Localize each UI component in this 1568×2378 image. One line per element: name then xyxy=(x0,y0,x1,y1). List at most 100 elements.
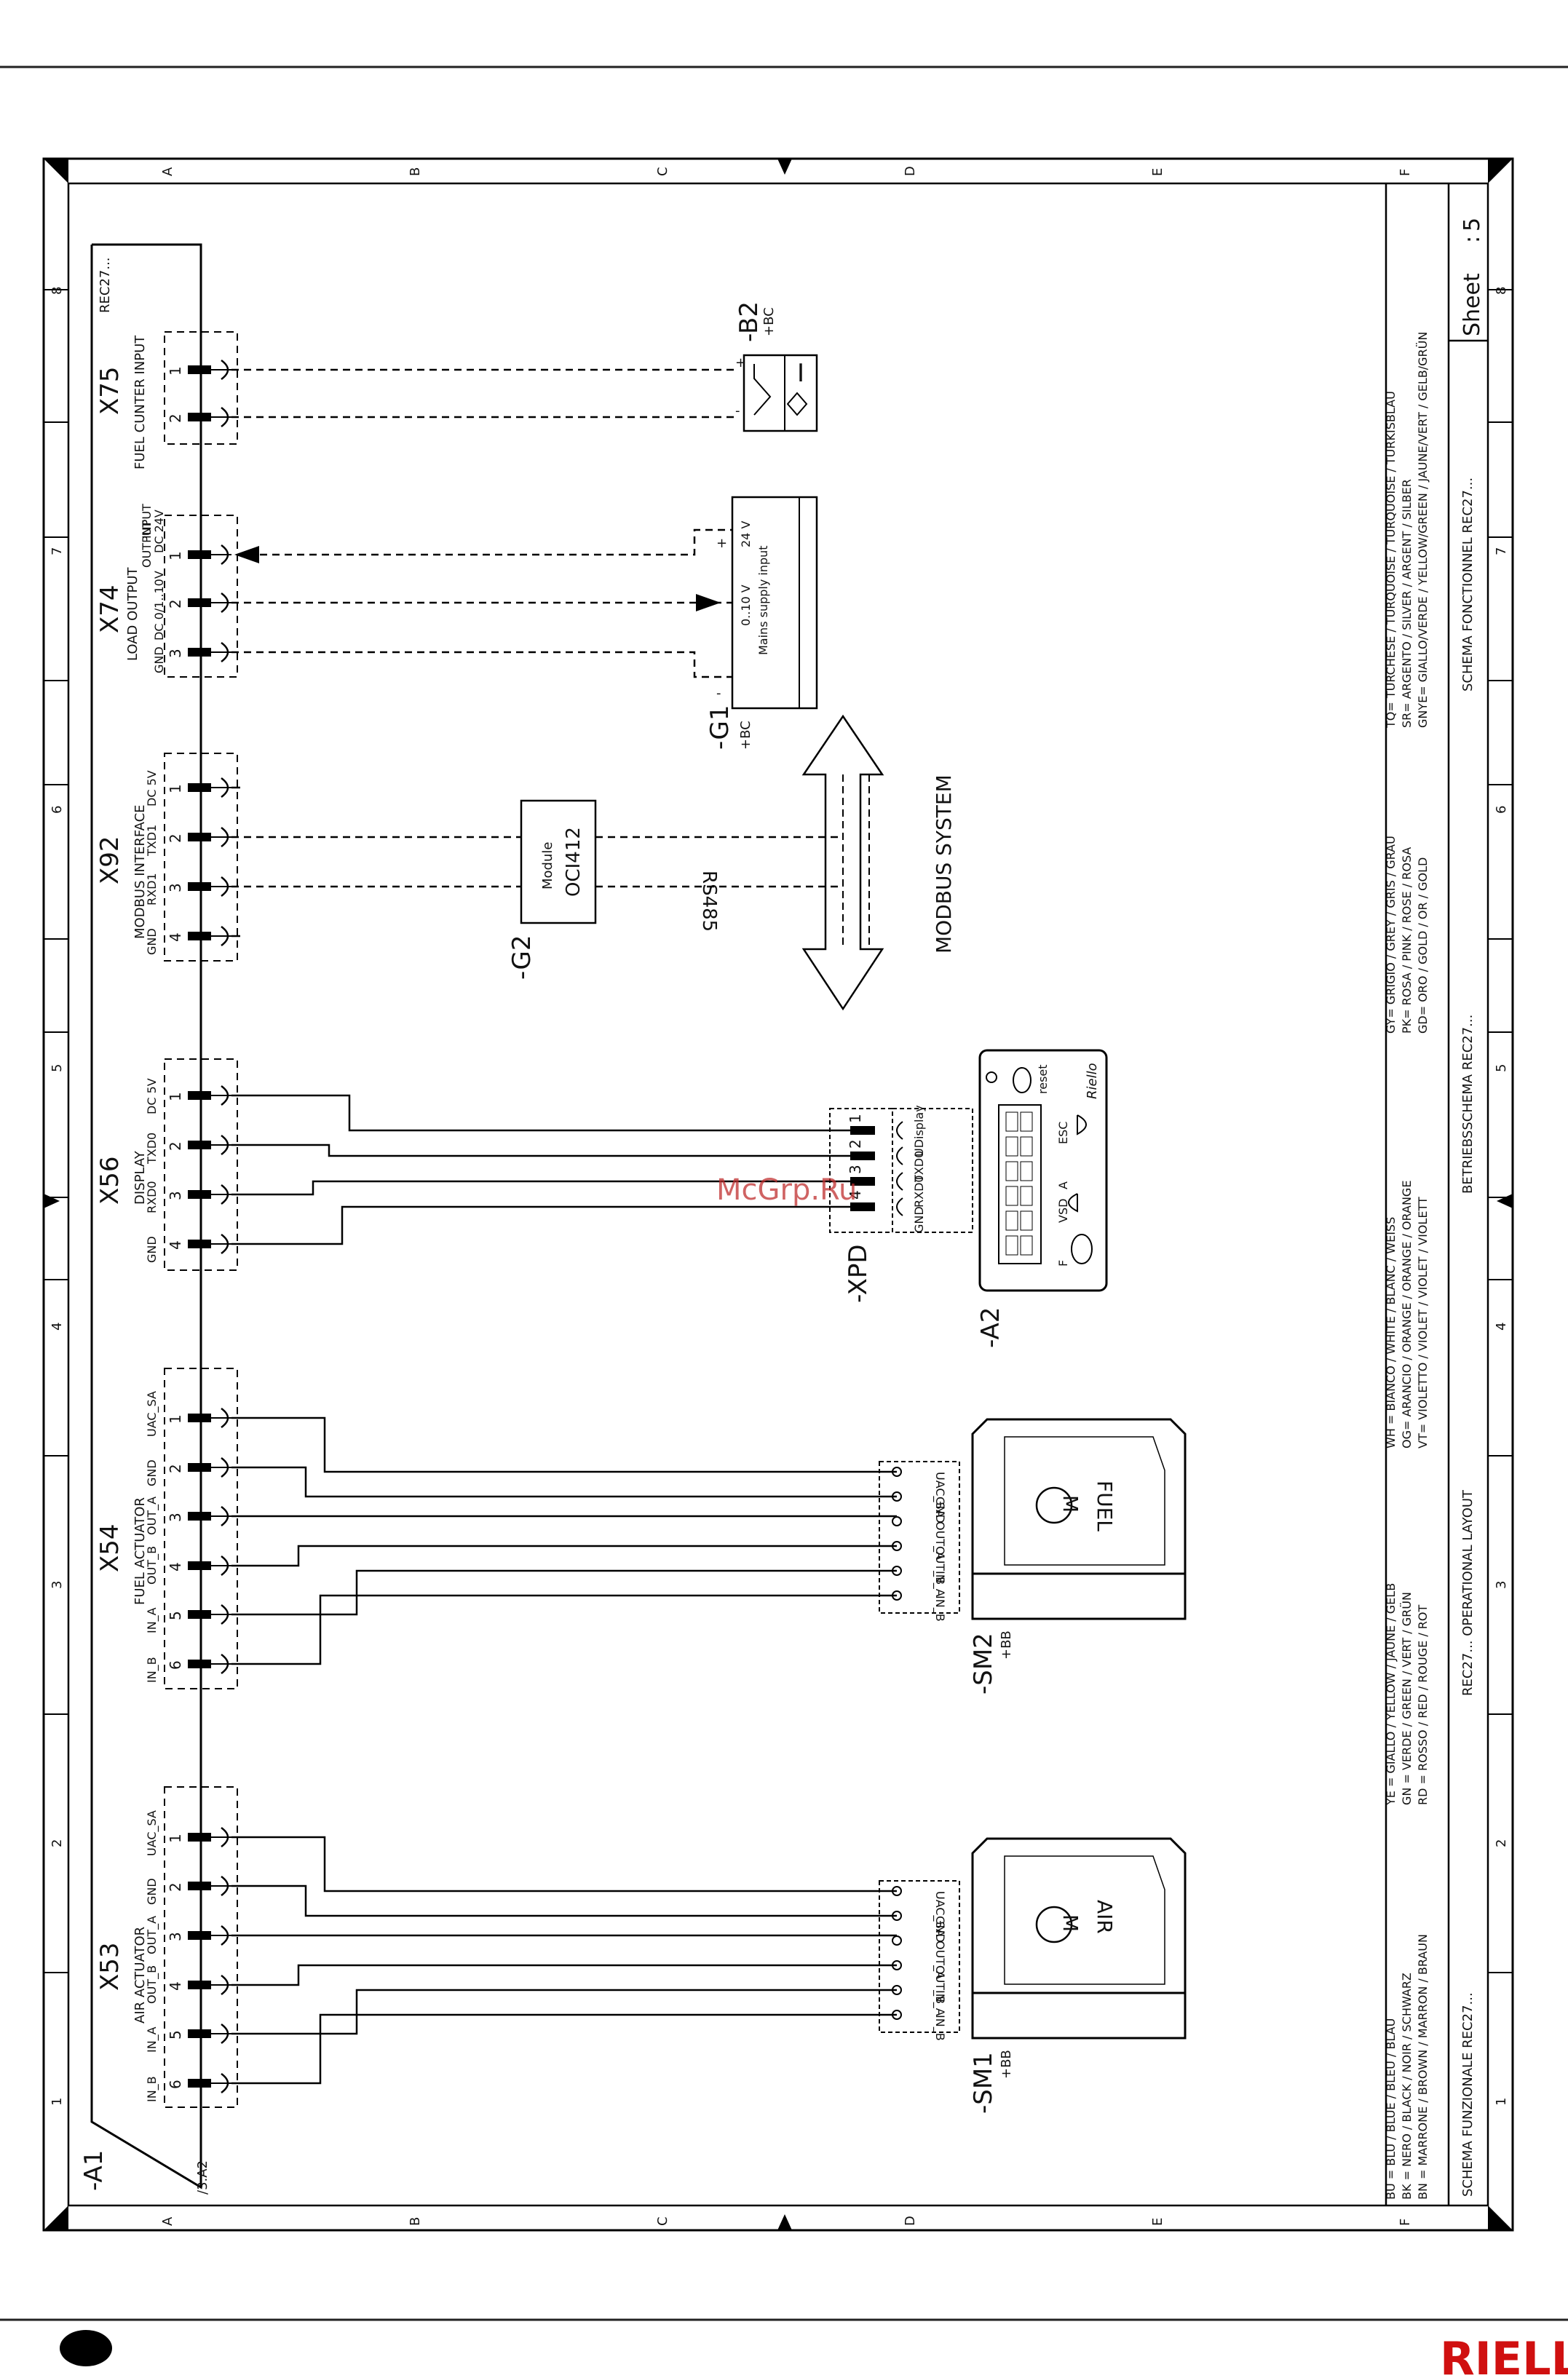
g1-24v: 24 V xyxy=(739,521,753,547)
vsd-button[interactable] xyxy=(1068,1193,1078,1213)
frame-row-label-left: 4 xyxy=(50,1323,65,1331)
color-legend-entry: PK= ROSA / PINK / ROSE / ROSA xyxy=(1400,847,1414,1034)
esc-button[interactable] xyxy=(1077,1114,1087,1136)
x56-pin-contact xyxy=(188,1091,211,1100)
x56-xpd-wire xyxy=(231,1205,850,1245)
x54-sm2-wire xyxy=(231,1594,897,1665)
x75-ref: X75 xyxy=(95,366,124,415)
watermark: McGrp.Ru xyxy=(716,1173,857,1207)
x75-pin-number: 1 xyxy=(167,366,184,376)
sm1-terminal-label: IN_B xyxy=(933,2015,947,2041)
frame-row-label-left: 2 xyxy=(50,1839,65,1847)
a2-esc-label: ESC xyxy=(1056,1122,1070,1144)
lcd-digit xyxy=(1005,1235,1018,1256)
x92-pin-number: 4 xyxy=(167,932,184,942)
frame-row-label-right: 3 xyxy=(1494,1581,1509,1589)
lcd-digit xyxy=(1020,1136,1033,1157)
xpd-signal-label: TXD0 xyxy=(912,1151,926,1183)
x74-ref: X74 xyxy=(95,584,124,633)
color-legend-entry: VT= VIOLETTO / VIOLET / VIOLET / VIOLETT xyxy=(1416,1197,1430,1448)
x75-name: FUEL CUNTER INPUT xyxy=(132,335,148,469)
g1-010v: 0..10 V xyxy=(739,584,753,626)
xpd-ref: -XPD xyxy=(844,1244,873,1303)
corner-mark xyxy=(1488,2205,1513,2230)
x74-pin-number: 2 xyxy=(167,599,184,609)
x92-name: MODBUS INTERFACE xyxy=(132,804,148,939)
sm2-terminal-label: OUT_A xyxy=(933,1521,947,1560)
xpd-signal-label: GND xyxy=(912,1206,926,1233)
lcd-digit xyxy=(1020,1111,1033,1132)
lcd-digit xyxy=(1005,1161,1018,1181)
frame-row-label-right: 7 xyxy=(1494,547,1509,555)
f-button[interactable] xyxy=(1071,1234,1093,1264)
x92-pin-contact xyxy=(188,932,211,940)
x74-sub-input: INPUT xyxy=(140,504,154,539)
sm1-terminal-strip xyxy=(879,1880,960,2033)
a2-brand: Riello xyxy=(1085,1063,1100,1099)
xpd-pin-contact xyxy=(850,1177,875,1186)
x53-signal-label: UAC_SA xyxy=(145,1810,159,1856)
color-legend-entry: GD= ORO / GOLD / OR / GOLD xyxy=(1416,857,1430,1034)
x56-pin-number: 4 xyxy=(167,1240,184,1250)
sm1-terminal-label: UAC_SA xyxy=(933,1891,947,1937)
a2-reset-label: reset xyxy=(1036,1064,1050,1094)
sm1-terminal xyxy=(892,1935,902,1946)
sm2-motor-symbol: M xyxy=(1058,1495,1082,1513)
motor-icon xyxy=(1035,1906,1073,1943)
frame-column-label-top: D xyxy=(903,166,918,176)
lcd-digit xyxy=(1005,1210,1018,1231)
frame-column-label-base: C xyxy=(655,2216,670,2226)
a2-lcd xyxy=(998,1104,1042,1264)
x54-name: FUEL ACTUATOR xyxy=(132,1497,148,1605)
x74-name: LOAD OUTPUT xyxy=(125,566,140,661)
x54-signal-label: OUT_A xyxy=(145,1497,159,1535)
frame-column-label-top: C xyxy=(655,167,670,176)
color-legend-entry: SR= ARGENTO / SILVER / ARGENT / SILBER xyxy=(1400,479,1414,728)
lcd-digit xyxy=(1020,1235,1033,1256)
sm1-loc: +BB xyxy=(999,2050,1014,2079)
x54-pin-contact xyxy=(188,1512,211,1521)
xpd-socket xyxy=(896,1121,903,1140)
x54-pin-number: 3 xyxy=(167,1513,184,1522)
b2-sensor-box xyxy=(743,354,818,432)
x92-pin-number: 3 xyxy=(167,883,184,892)
b2-minus: - xyxy=(735,403,740,419)
frame-column-label-base: E xyxy=(1150,2218,1165,2226)
frame-row-label-left: 5 xyxy=(50,1064,65,1072)
x56-signal-label: DC 5V xyxy=(145,1078,159,1114)
x92-pin-number: 2 xyxy=(167,833,184,843)
page-number-badge xyxy=(60,2330,112,2366)
a2-f-label: F xyxy=(1056,1260,1070,1267)
reset-button[interactable] xyxy=(1013,1067,1032,1093)
x56-pin-number: 2 xyxy=(167,1141,184,1151)
x74-pin-number: 1 xyxy=(167,551,184,560)
g2-line1: Module xyxy=(540,842,555,889)
x74-pin-contact xyxy=(188,598,211,607)
sm2-terminal-label: UAC_SA xyxy=(933,1472,947,1518)
sm1-terminal-label: OUT_B xyxy=(933,1965,947,2004)
x54-sm2-wire xyxy=(231,1416,897,1473)
x74-sub-gnd: GND xyxy=(152,646,166,673)
x74-pin-contact xyxy=(188,648,211,657)
title-block-caption: SCHEMA FUNZIONALE REC27... xyxy=(1460,1992,1476,2197)
frame-row-label-right: 5 xyxy=(1494,1064,1509,1072)
title-block-caption: BETRIEBSSCHEMA REC27... xyxy=(1460,1015,1476,1194)
x53-signal-label: GND xyxy=(145,1878,159,1905)
frame-column-label-base: D xyxy=(903,2216,918,2226)
frame-column-label-base: F xyxy=(1398,2219,1413,2226)
sm2-actuator-base xyxy=(971,1572,1187,1620)
x74-g1-wire xyxy=(231,651,732,678)
frame-row-label-right: 1 xyxy=(1494,2098,1509,2106)
x53-signal-label: IN_B xyxy=(145,2076,159,2102)
x92-signal-label: GND xyxy=(145,928,159,955)
x56-pin-number: 1 xyxy=(167,1092,184,1101)
x53-sm1-wire xyxy=(231,1964,897,1986)
lcd-digit xyxy=(1005,1186,1018,1206)
lcd-digit xyxy=(1020,1186,1033,1206)
x56-ref: X56 xyxy=(95,1156,124,1205)
x56-xpd-wire xyxy=(231,1094,850,1132)
g2-ref: -G2 xyxy=(507,935,536,980)
g1-minus: - xyxy=(716,686,721,701)
x74-pin-contact xyxy=(188,550,211,559)
